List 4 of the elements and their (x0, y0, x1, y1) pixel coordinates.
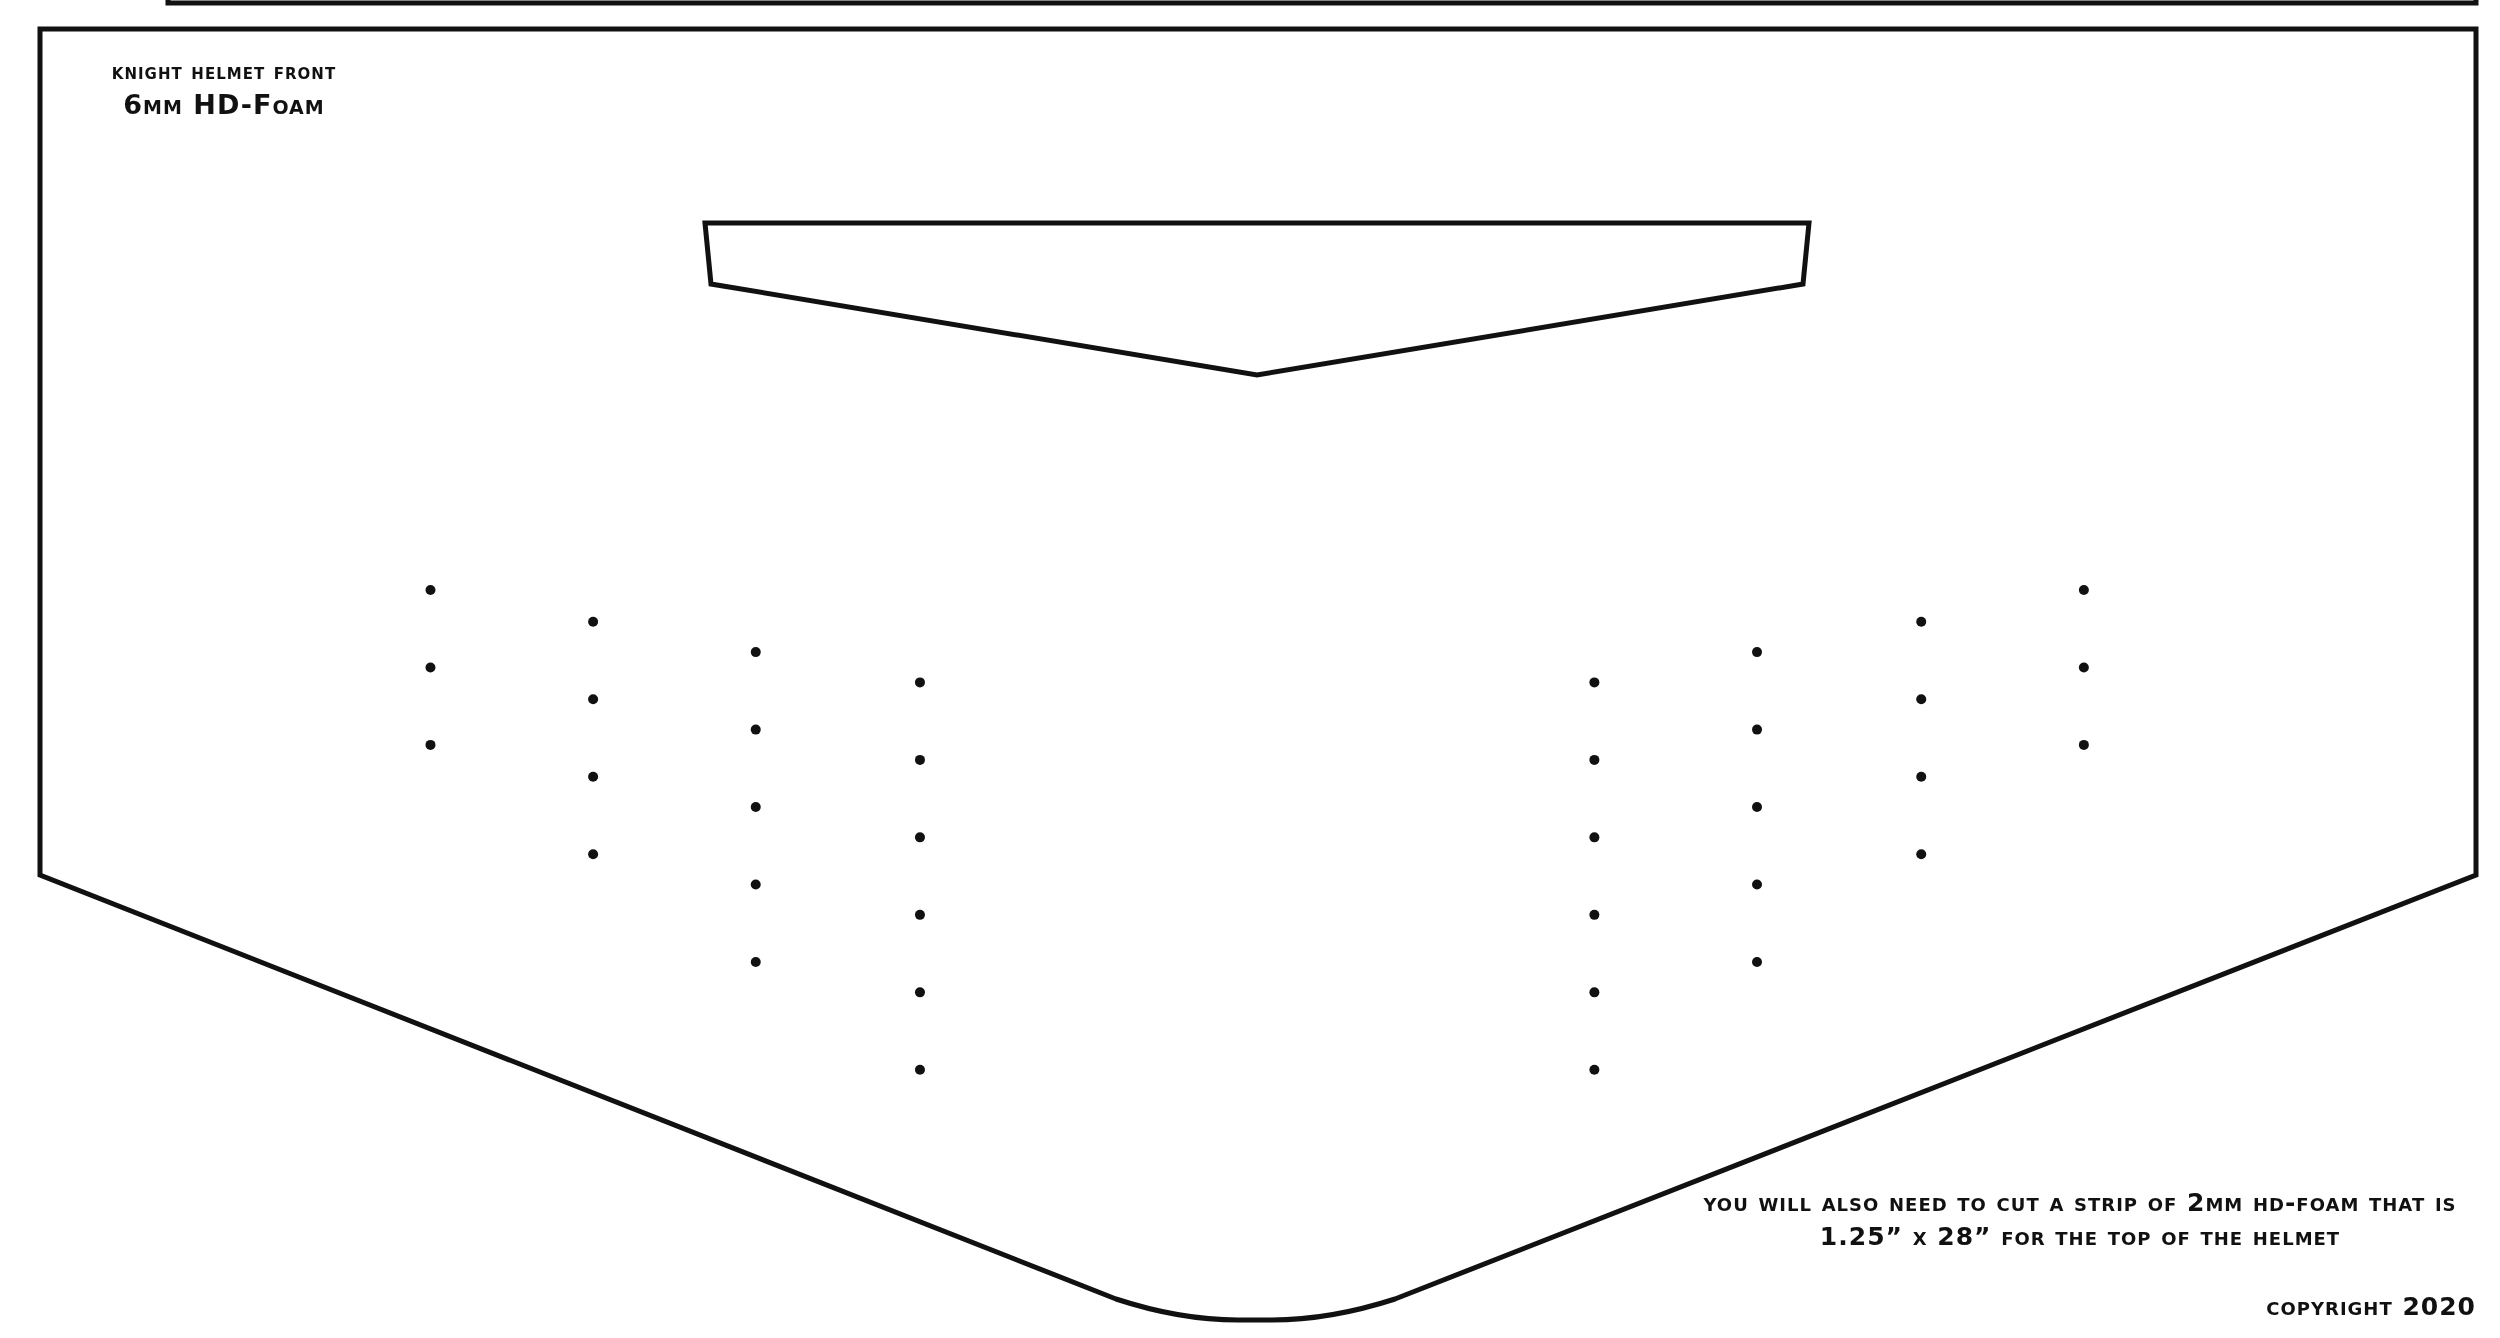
cutting-note: you will also need to cut a strip of 2mm hd-foam that is 1.25” x 28” for the top of the helmet (1702, 1187, 2458, 1253)
piece-title: knight helmet front (110, 59, 338, 84)
copyright-notice: copyright 2020 (2266, 1292, 2476, 1321)
material-label: 6mm HD-Foam (122, 89, 326, 120)
